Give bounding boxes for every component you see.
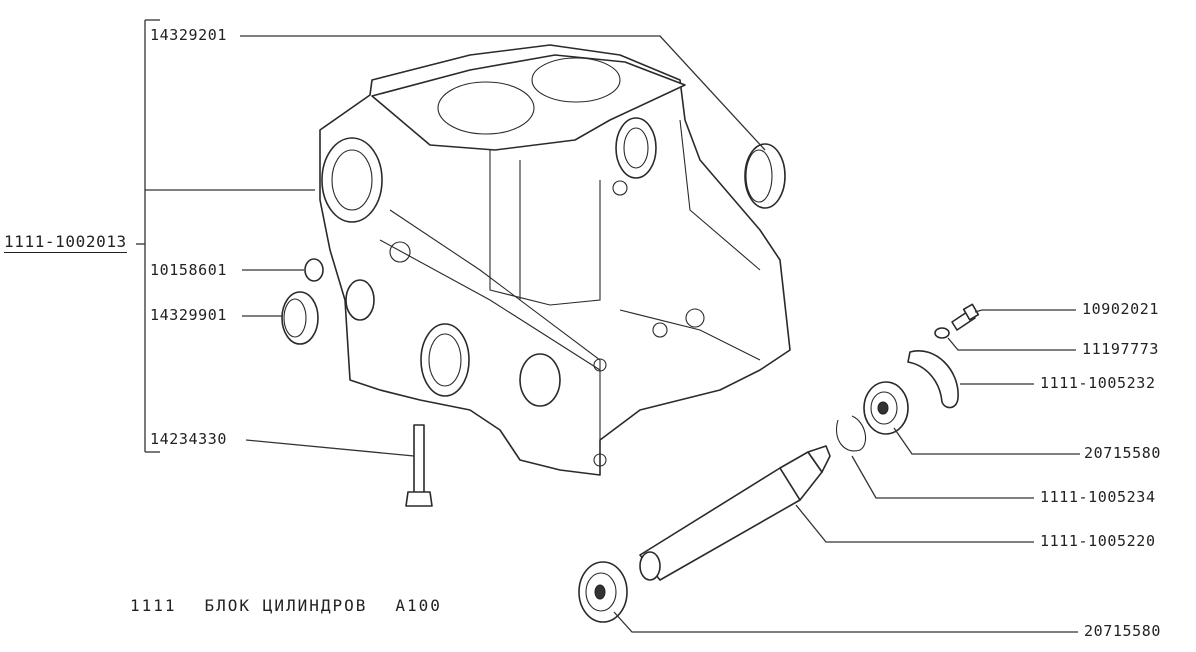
- callout-circlip: 1111-1005234: [1038, 488, 1158, 506]
- callout-washer: 11197773: [1080, 340, 1162, 358]
- sleeve-left-part: [281, 291, 319, 345]
- sleeve-top-part: [744, 143, 786, 209]
- caption-code: А100: [395, 596, 442, 615]
- stud-part: [405, 424, 433, 507]
- assembly-bracket: [136, 19, 315, 453]
- callout-stud: 14234330: [148, 430, 230, 448]
- washer-part: [934, 327, 950, 339]
- callout-bearing-front: 20715580: [1082, 622, 1164, 640]
- cylinder-block: [319, 44, 791, 476]
- retainer-plate-part: [907, 350, 959, 409]
- plug-small-part: [304, 258, 324, 282]
- callout-bolt: 10902021: [1080, 300, 1162, 318]
- callout-bearing-rear: 20715580: [1082, 444, 1164, 462]
- callout-sleeve-top: 14329201: [148, 26, 230, 44]
- bolt-part: [951, 303, 980, 331]
- bearing-rear-part: [863, 381, 909, 435]
- shaft-part: [639, 445, 831, 581]
- bearing-front-part: [578, 561, 628, 623]
- callout-sleeve-left: 14329901: [148, 306, 230, 324]
- callout-shaft: 1111-1005220: [1038, 532, 1158, 550]
- circlip-part: [836, 415, 867, 452]
- assembly-part-number: 1111-1002013: [4, 232, 127, 253]
- callout-retainer-plate: 1111-1005232: [1038, 374, 1158, 392]
- caption-title: БЛОК ЦИЛИНДРОВ: [204, 596, 368, 615]
- diagram-caption: 1111 БЛОК ЦИЛИНДРОВ А100: [130, 596, 470, 615]
- callout-plug-small: 10158601: [148, 261, 230, 279]
- caption-model: 1111: [130, 596, 177, 615]
- leader-lines: [240, 35, 1080, 633]
